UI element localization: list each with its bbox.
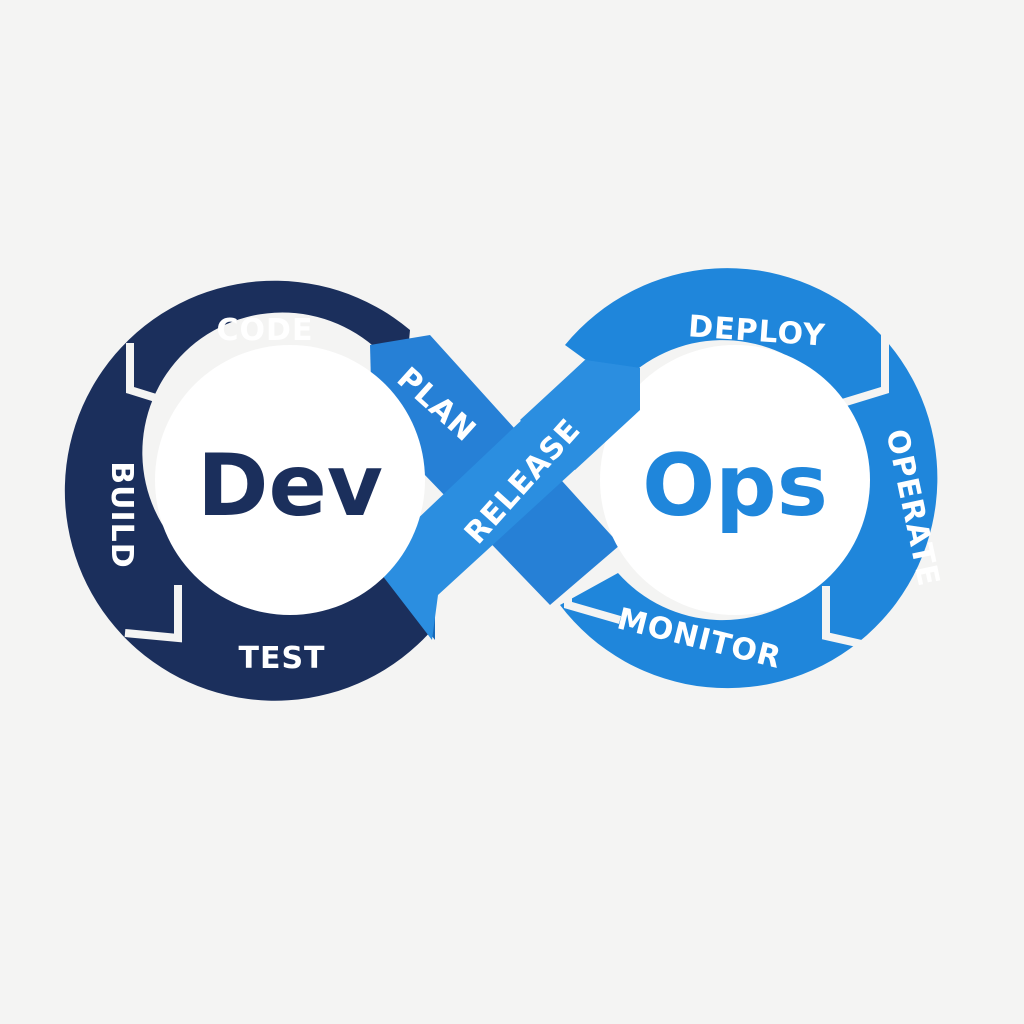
dev-separator xyxy=(124,585,182,643)
ops-separator xyxy=(822,586,889,654)
ops-loop xyxy=(560,268,938,689)
ops-title: Ops xyxy=(642,436,828,536)
ops-ring xyxy=(560,268,938,689)
dev-title: Dev xyxy=(197,436,383,536)
stage-test-label: TEST xyxy=(238,641,325,676)
stage-code-label: CODE xyxy=(217,313,314,348)
stage-build-label: BUILD xyxy=(104,461,139,568)
release-ribbon-top xyxy=(520,360,640,470)
dev-separator xyxy=(126,343,177,408)
ops-separator xyxy=(834,335,889,409)
dev-inner-circle xyxy=(155,345,425,615)
ops-inner-circle xyxy=(600,345,870,615)
